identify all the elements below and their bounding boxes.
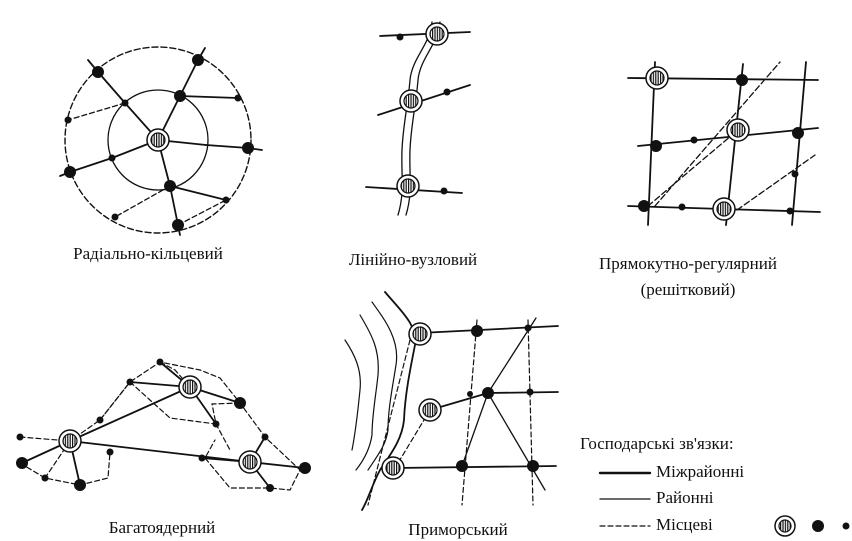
wave-2	[355, 314, 379, 471]
legend-node-symbols	[774, 515, 850, 537]
linear-nodal-label: Лінійно-вузловий	[348, 250, 478, 269]
radial-center-node	[146, 128, 170, 152]
coastal-label: Приморський	[408, 520, 508, 539]
multi-core-nodes	[16, 358, 311, 492]
coastal-scheme	[344, 291, 559, 511]
center-node-icon	[774, 515, 796, 537]
large-node-icon	[812, 520, 824, 532]
linear-center-nodes	[396, 22, 449, 198]
legend-title: Господарські зв'язки:	[580, 434, 734, 453]
multi-core-scheme	[19, 361, 306, 491]
grid-label-line2: (решітковий)	[640, 280, 736, 299]
radial-ring-label: Радіально-кільцевий	[73, 244, 223, 263]
multi-core-label: Багатоядерний	[108, 518, 216, 537]
small-node-icon	[842, 522, 850, 530]
linear-nodes	[396, 33, 451, 195]
outer-ring	[64, 46, 252, 234]
grid-center-nodes	[645, 66, 750, 221]
grid-label-line1: Прямокутно-регулярний	[599, 254, 777, 273]
wave-3	[344, 339, 361, 451]
legend-line-samples	[598, 471, 652, 527]
legend-item-district: Районні	[656, 488, 714, 507]
legend-item-interdistrict: Міжрайонні	[656, 462, 745, 481]
radial-nodes	[64, 54, 254, 231]
wave-1	[367, 301, 398, 471]
coastal-center-nodes	[381, 322, 442, 480]
grid-nodes	[638, 74, 804, 215]
coastal-nodes	[456, 324, 539, 472]
inner-ring	[107, 89, 209, 191]
legend-item-local: Місцеві	[656, 515, 713, 534]
multi-core-center-nodes	[58, 375, 262, 474]
